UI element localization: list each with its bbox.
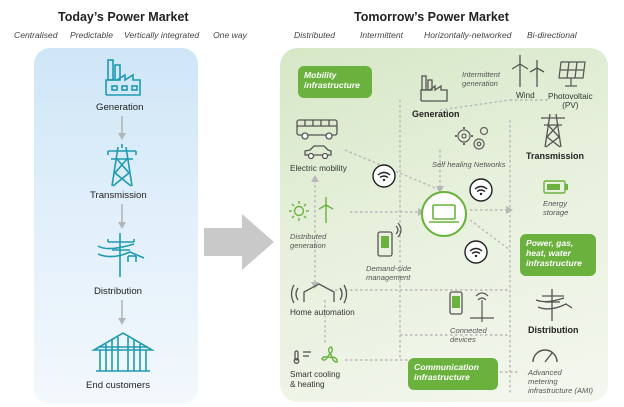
power-gas-heat-water-box: Power, gas, heat, water infrastructure bbox=[520, 234, 596, 276]
pylon-icon bbox=[541, 113, 565, 148]
label-line: Photovoltaic bbox=[548, 92, 593, 101]
left-title: Today’s Power Market bbox=[58, 10, 189, 24]
home-automation-label: Home automation bbox=[290, 308, 355, 317]
smartphone-icon bbox=[377, 222, 402, 257]
step-distribution: Distribution bbox=[94, 286, 142, 297]
transition-arrow bbox=[204, 214, 274, 270]
left-attribute: Predictable bbox=[70, 30, 113, 40]
label-line: Advanced bbox=[528, 368, 562, 377]
energy-storage-label: Energy storage bbox=[543, 199, 568, 217]
label-line: Distributed bbox=[290, 232, 327, 241]
distribution-pole-icon bbox=[535, 289, 573, 321]
label-line: infrastructure (AMI) bbox=[528, 386, 593, 395]
step-generation: Generation bbox=[96, 102, 144, 113]
step-transmission: Transmission bbox=[90, 190, 147, 201]
label-line: generation bbox=[462, 79, 498, 88]
fan-icon bbox=[321, 346, 338, 363]
label-line: Connected bbox=[450, 326, 487, 335]
gears-icon bbox=[455, 126, 489, 150]
label-line: devices bbox=[450, 335, 476, 344]
distribution-label: Distribution bbox=[528, 325, 579, 335]
mobility-infrastructure-box: Mobility infrastructure bbox=[298, 66, 372, 98]
wifi-icon bbox=[464, 240, 488, 264]
label-line: Intermittent bbox=[462, 70, 500, 79]
smart-cooling-heating-label: Smart cooling & heating bbox=[290, 370, 340, 390]
label-line: generation bbox=[290, 241, 326, 250]
battery-icon bbox=[543, 180, 568, 194]
box-line: Mobility bbox=[304, 70, 337, 80]
right-attribute: Intermittent bbox=[360, 30, 403, 40]
meter-gauge-icon bbox=[532, 349, 558, 363]
wifi-icon bbox=[372, 164, 396, 188]
factory-icon bbox=[105, 59, 141, 96]
box-line: heat, water bbox=[526, 248, 571, 258]
pylon-icon bbox=[107, 144, 137, 187]
factory-icon bbox=[420, 75, 448, 102]
label-line: (PV) bbox=[562, 101, 579, 110]
box-line: infrastructure bbox=[414, 372, 470, 382]
connected-devices-label: Connected devices bbox=[450, 326, 487, 344]
transmission-label: Transmission bbox=[526, 151, 585, 161]
intermittent-generation-label: Intermittent generation bbox=[462, 70, 500, 88]
label-line: Energy bbox=[543, 199, 568, 208]
bus-icon bbox=[296, 119, 338, 140]
right-attribute: Distributed bbox=[294, 30, 336, 40]
wifi-icon bbox=[469, 178, 493, 202]
communication-infrastructure-box: Communication infrastructure bbox=[408, 358, 498, 390]
self-healing-networks-label: Self healing Networks bbox=[432, 160, 506, 169]
label-line: Smart cooling bbox=[290, 370, 341, 379]
right-title: Tomorrow’s Power Market bbox=[354, 10, 509, 24]
connected-devices-icon bbox=[449, 291, 494, 322]
house-icon bbox=[91, 332, 155, 372]
demand-side-management-label: Demand-side management bbox=[366, 264, 411, 282]
car-icon bbox=[304, 145, 332, 160]
box-line: infrastructure bbox=[304, 80, 360, 90]
label-line: Demand-side bbox=[366, 264, 412, 273]
laptop-icon bbox=[421, 191, 467, 237]
box-line: infrastructure bbox=[526, 258, 582, 268]
label-line: storage bbox=[543, 208, 569, 217]
right-attribute: Horizontally-networked bbox=[424, 30, 512, 40]
solar-panel-icon bbox=[558, 61, 586, 87]
label-line: & heating bbox=[290, 380, 325, 389]
wind-turbine-icon bbox=[511, 55, 545, 87]
photovoltaic-label: Photovoltaic (PV) bbox=[548, 92, 593, 110]
distributed-generation-label: Distributed generation bbox=[290, 232, 326, 250]
ami-label: Advanced metering infrastructure (AMI) bbox=[528, 368, 593, 395]
right-attribute: Bi-directional bbox=[527, 30, 577, 40]
box-line: Power, gas, bbox=[526, 238, 574, 248]
left-attribute: Centralised bbox=[14, 30, 58, 40]
distribution-pole-icon bbox=[97, 233, 145, 277]
left-attribute: One way bbox=[213, 30, 247, 40]
sun-icon bbox=[289, 201, 309, 221]
label-line: metering bbox=[528, 377, 558, 386]
wind-turbine-icon bbox=[318, 197, 334, 223]
wind-label: Wind bbox=[516, 91, 535, 100]
home-automation-icon bbox=[290, 283, 348, 304]
electric-mobility-label: Electric mobility bbox=[290, 164, 347, 173]
thermostat-icon bbox=[293, 350, 311, 364]
step-end-customers: End customers bbox=[86, 380, 150, 391]
today-panel bbox=[34, 48, 198, 404]
box-line: Communication bbox=[414, 362, 479, 372]
generation-label: Generation bbox=[412, 109, 460, 119]
label-line: management bbox=[366, 273, 411, 282]
left-attribute: Vertically integrated bbox=[124, 30, 200, 40]
